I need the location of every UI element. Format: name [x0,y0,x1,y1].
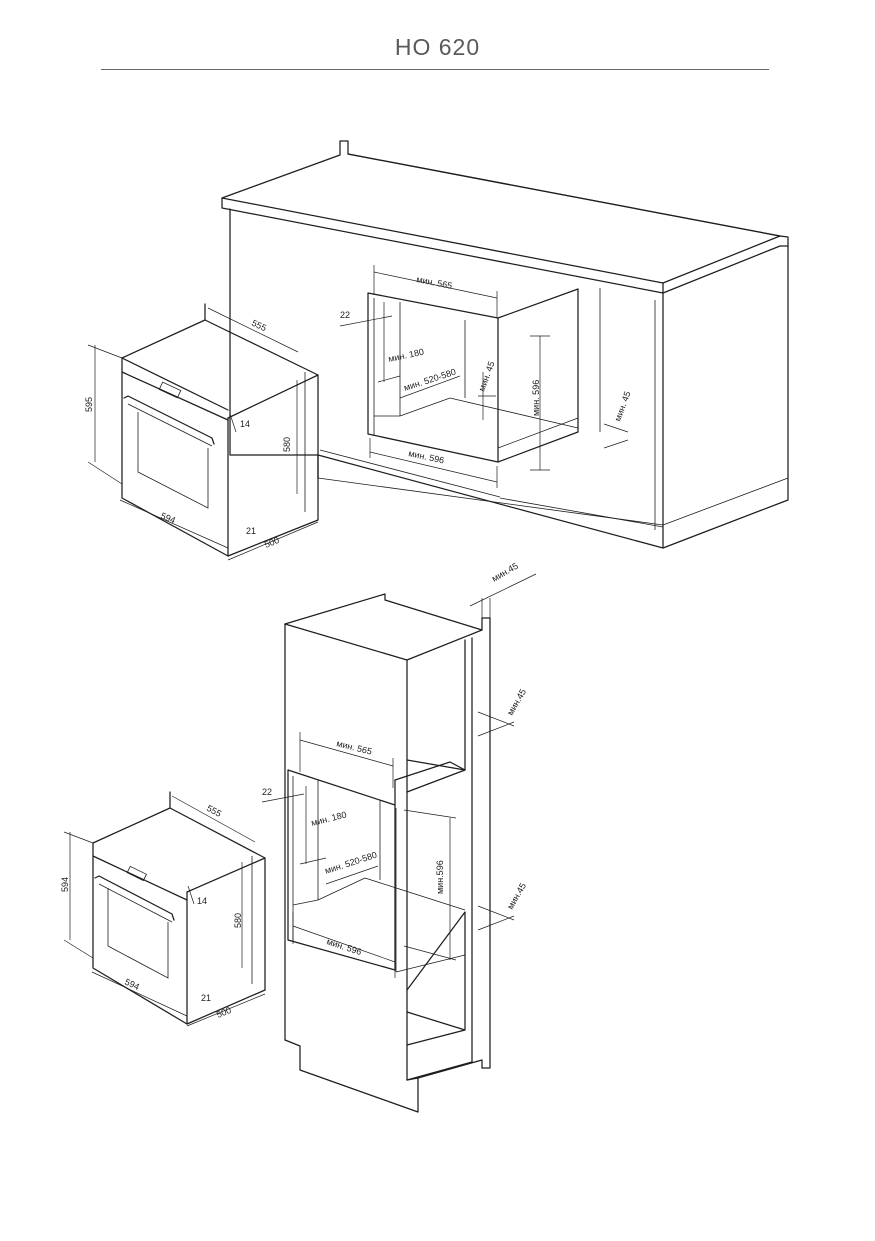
oven-bottom-depth-555-label: 555 [205,803,223,819]
oven-top-height-580-label: 580 [282,437,292,452]
oven-top-width-594-label: 594 [159,511,177,526]
niche-min-180-label: мин. 180 [387,347,424,364]
column-dimensions: мин.45 мин.45 мин.45 мин. 565 22 мин. 18… [261,561,537,978]
oven-bottom-front-14-label: 14 [197,896,207,906]
oven-bottom-dimensions: 555 594 14 580 594 500 21 [60,795,266,1027]
oven-top-door-21-label: 21 [246,526,256,536]
oven-top-dimensions: 555 595 14 580 594 500 21 [84,307,319,561]
niche-front-gap-label: 22 [340,310,350,320]
column-min-45-mid-label: мин.45 [505,687,528,717]
oven-top-front-14-label: 14 [240,419,250,429]
oven-drawing-top [121,303,319,557]
oven-top-height-595-label: 595 [84,397,94,412]
column-front-gap-label: 22 [262,787,272,797]
oven-bottom-height-580-label: 580 [233,913,243,928]
niche-dimensions: мин. 565 22 мин. 180 мин. 520-580 мин. 4… [339,265,633,488]
title-divider [101,69,769,70]
column-min-45-low-label: мин.45 [505,881,528,911]
page-title: HO 620 [394,34,481,60]
niche-min-45-inner-label: мин. 45 [476,360,496,393]
column-min-width-label: мин. 565 [336,738,374,756]
column-min-180-label: мин. 180 [310,809,348,827]
column-min-596-height-label: мин.596 [435,860,445,894]
kitchen-cabinet-drawing [221,140,789,549]
oven-top-depth-555-label: 555 [250,318,268,333]
oven-bottom-width-594-label: 594 [123,977,141,992]
tall-column-drawing [284,593,491,1113]
column-min-45-top-label: мин.45 [490,561,520,584]
column-depth-label: мин. 520-580 [324,850,379,876]
oven-top-depth-500-label: 500 [263,535,281,550]
niche-min-596-width-label: мин. 596 [408,448,445,465]
oven-drawing-bottom [92,791,266,1025]
niche-min-width-label: мин. 565 [416,274,453,291]
column-min-596-width-label: мин. 596 [325,936,363,957]
niche-min-45-side-label: мин. 45 [612,390,632,423]
niche-min-596-height-label: мин. 596 [531,380,541,416]
oven-bottom-height-594-label: 594 [60,877,70,892]
oven-bottom-door-21-label: 21 [201,993,211,1003]
oven-bottom-depth-500-label: 500 [215,1005,233,1020]
